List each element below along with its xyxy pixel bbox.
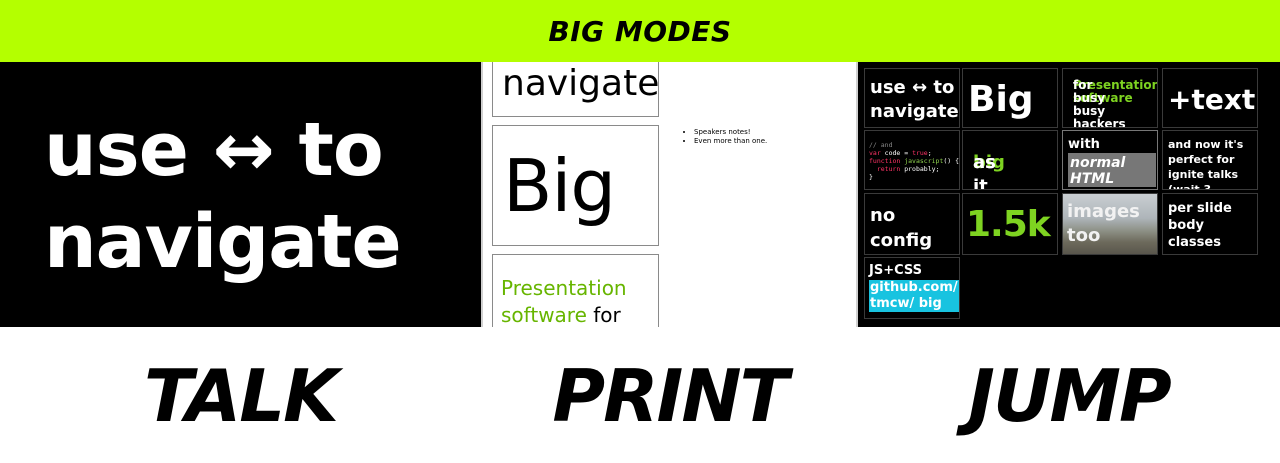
tile-text: no config [870,205,933,251]
tile-text: images too [1067,201,1140,246]
print-slide-text: Big [503,144,616,228]
tile-text: per slide body classes [1168,201,1232,250]
code-line: // and [869,141,893,149]
banner-title: BIG MODES [548,14,732,48]
jump-tile[interactable]: 1.5k [962,193,1058,255]
html-box: normal HTML [1068,153,1156,187]
print-slide: Big [492,125,659,246]
jump-tile[interactable]: as big as it can be [962,130,1058,190]
print-label: PRINT [552,354,788,438]
plain-text: as it can be [973,152,996,190]
tile-text: 1.5k [966,204,1051,245]
github-link-text: github.com/ tmcw/ big [869,280,959,312]
plain-text: for busy busy hackers [1073,78,1126,128]
green-text: big [973,152,1005,173]
print-slide-text: navigate [502,63,659,104]
tile-text: JS+CSS [869,263,923,278]
print-slide: navigate [492,62,659,117]
tile-text: Big [968,79,1034,120]
jump-tile[interactable]: Big [962,68,1058,128]
talk-label: TALK [144,354,339,438]
green-text: Presentation software [501,276,627,327]
jump-tile[interactable]: with normal HTML [1062,130,1158,190]
print-mode-preview: navigate Big Speakers notes! Even more t… [481,62,858,327]
speaker-note: Speakers notes! [694,128,767,137]
tile-text: +text [1168,83,1256,116]
jump-tile[interactable]: JS+CSS github.com/ tmcw/ big [864,257,960,319]
jump-tile[interactable]: +text [1162,68,1258,128]
plain-text: as [973,152,996,173]
print-slide: Presentation software for busy [492,254,659,327]
jump-label: JUMP [968,354,1172,438]
jump-tile[interactable]: no config [864,193,960,255]
tile-text: and now it's perfect for ignite talks (w… [1168,138,1244,190]
header-banner: BIG MODES [0,0,1280,62]
jump-tile[interactable]: per slide body classes [1162,193,1258,255]
jump-tile[interactable]: // and var code = true; function javascr… [864,130,960,190]
plain-text: for busy [593,303,621,327]
jump-tile[interactable]: Presentation software for busy busy hack… [1062,68,1158,128]
speaker-notes: Speakers notes! Even more than one. [686,128,767,146]
speaker-note: Even more than one. [694,137,767,146]
jump-tile-image[interactable]: images too [1062,193,1158,255]
green-text: Presentation software [1073,78,1158,105]
tile-text: with [1068,137,1100,152]
print-slide-text: Presentation software for busy [501,275,658,327]
code-snippet: // and var code = true; function javascr… [869,141,960,181]
jump-tile[interactable]: and now it's perfect for ignite talks (w… [1162,130,1258,190]
